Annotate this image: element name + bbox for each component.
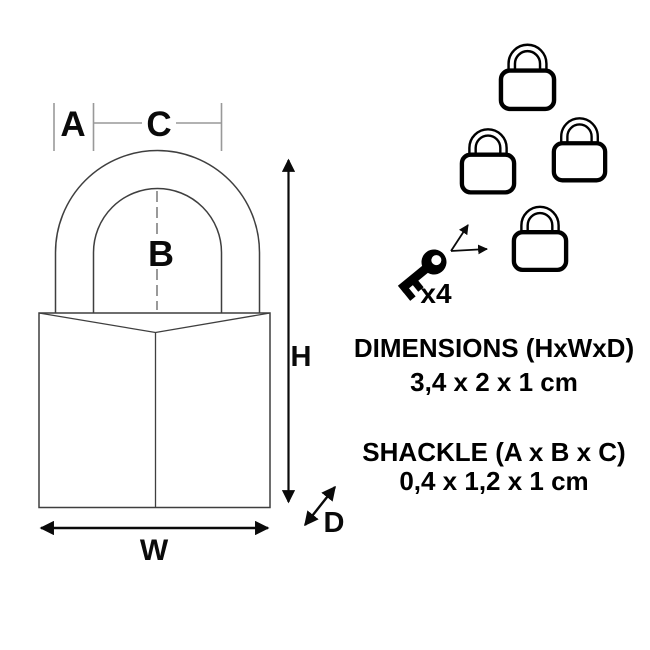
padlock-icon bbox=[514, 210, 566, 270]
spec-dimensions-value: 3,4 x 2 x 1 cm bbox=[410, 367, 578, 397]
spec-shackle-title: SHACKLE (A x B x C) bbox=[362, 437, 625, 467]
padlock-cluster bbox=[462, 48, 605, 270]
shackle-inner-outline bbox=[92, 187, 223, 313]
depth-arrow bbox=[304, 485, 336, 527]
padlock-body-outline bbox=[38, 312, 271, 509]
spec-dimensions-title: DIMENSIONS (HxWxD) bbox=[354, 333, 634, 363]
dim-label-c: C bbox=[146, 105, 171, 144]
key-direction-arrows bbox=[450, 224, 488, 255]
main-padlock-diagram: A C B H W D bbox=[38, 103, 345, 567]
padlock-icon bbox=[554, 121, 605, 180]
spec-text-block: DIMENSIONS (HxWxD) 3,4 x 2 x 1 cm SHACKL… bbox=[354, 333, 634, 496]
key-quantity-label: x4 bbox=[420, 278, 452, 309]
dim-label-d: D bbox=[324, 507, 345, 539]
padlock-icon bbox=[501, 48, 554, 109]
spec-shackle-value: 0,4 x 1,2 x 1 cm bbox=[399, 466, 588, 496]
shackle-dimension-ticks bbox=[53, 103, 223, 151]
dim-label-h: H bbox=[291, 341, 312, 373]
padlock-icon bbox=[462, 132, 514, 192]
dim-label-a: A bbox=[60, 105, 85, 144]
shackle-outer-outline bbox=[54, 149, 261, 313]
dim-label-b: B bbox=[148, 233, 174, 274]
key-icon bbox=[397, 249, 447, 301]
key-group: x4 bbox=[397, 224, 488, 309]
dim-label-w: W bbox=[140, 534, 169, 567]
